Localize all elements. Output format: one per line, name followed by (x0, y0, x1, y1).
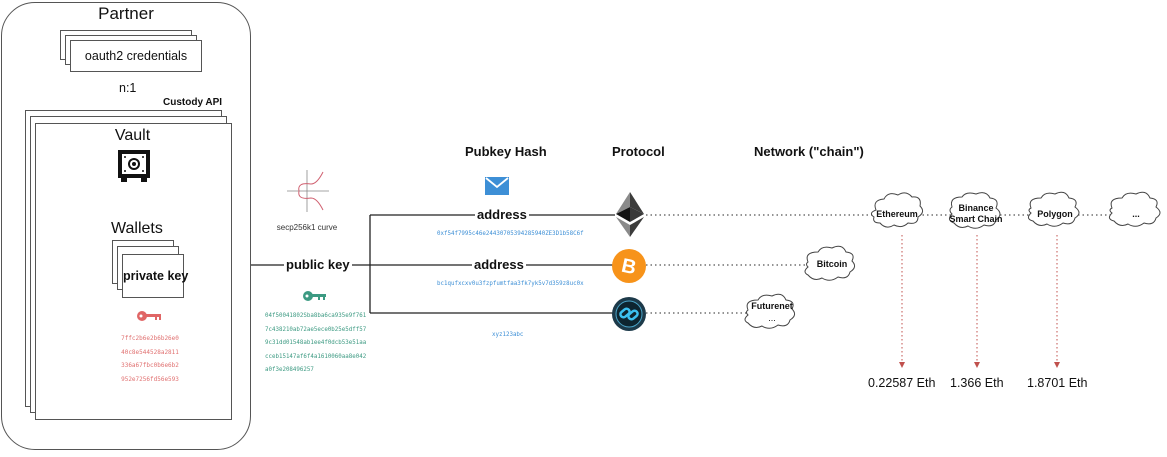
private-key-hex-line: 7ffc2b6e2b6b26e0 (121, 335, 179, 342)
network-bitcoin: Bitcoin (816, 259, 848, 269)
envelope-icon (485, 177, 509, 195)
relation-label: n:1 (119, 81, 137, 95)
private-key-hex-line: 40c8e544528a2811 (121, 348, 179, 356)
futurenet-icon (612, 297, 646, 331)
balance-ethereum: 0.22587 Eth (868, 376, 936, 390)
public-key-hex-line: a0f3e208496257 (265, 367, 314, 373)
network-header: Network ("chain") (754, 144, 864, 159)
public-key-hex-line: cceb15147af6f4a1610060aa8e042 (265, 353, 367, 360)
public-key-hex: 04f50041802Sba8ba6ca935e9f761 7c438210ab… (265, 310, 366, 378)
wallets-title: Wallets (111, 220, 163, 237)
network-futurenet: Futurenet (751, 301, 793, 311)
cloud-more (1108, 191, 1161, 227)
balance-arrow-head (899, 362, 905, 368)
svg-text:B: B (619, 255, 638, 280)
futurenet-address-value: xyz123abc (492, 332, 524, 338)
partner-title: Partner (98, 4, 154, 23)
cloud-futurenet (744, 293, 796, 329)
private-key-icon (137, 311, 161, 321)
public-key-label: public key (284, 257, 352, 272)
network-ethereum: Ethereum (876, 209, 918, 219)
private-key-hex-line: 336a67fbc0b6e6b2 (121, 362, 179, 369)
balance-bsc: 1.366 Eth (950, 376, 1004, 390)
oauth2-credentials-card: oauth2 credentials (70, 40, 202, 72)
cloud-bsc (948, 192, 1001, 229)
public-key-hex-line: 04f50041802Sba8ba6ca935e9f761 (265, 313, 367, 319)
eth-address-value: 0xf54f7995c46e24430705394285940ZE3D1b58C… (437, 231, 584, 237)
cloud-bitcoin (804, 245, 856, 281)
btc-address-value: bc1qufxcxv0u3fzpfumtfaa3fk7yk5v7d359z8uc… (437, 281, 584, 287)
private-key-card: private key (122, 254, 188, 298)
btc-address-label: address (472, 257, 526, 272)
elliptic-curve-icon (287, 170, 329, 212)
public-key-icon (303, 291, 326, 301)
balance-arrow-head (974, 362, 980, 368)
private-key-hex: 7ffc2b6e2b6b26e0 40c8e544528a2811 336a67… (105, 332, 195, 386)
curve-label: secp256k1 curve (276, 223, 338, 232)
balance-polygon: 1.8701 Eth (1027, 376, 1088, 390)
safe-icon (118, 150, 150, 182)
cloud-polygon (1027, 191, 1080, 227)
network-more: ... (1132, 209, 1140, 219)
eth-address-label: address (475, 207, 529, 222)
pubkey-hash-header: Pubkey Hash (465, 144, 547, 159)
public-key-hex-line: 7c438210ab72ae5ece0b25e5dff57 (265, 326, 367, 333)
custody-api-label: Custody API (163, 97, 223, 108)
network-bsc: Binance Smart Chain (949, 203, 1003, 224)
vault-title: Vault (114, 127, 151, 144)
oauth2-credentials-label: oauth2 credentials (84, 49, 188, 63)
balance-arrow-head (1054, 362, 1060, 368)
bitcoin-icon: B (612, 249, 646, 283)
ethereum-icon (616, 192, 644, 237)
protocol-header: Protocol (612, 144, 665, 159)
network-polygon: Polygon (1037, 209, 1073, 219)
cloud-ethereum (870, 192, 924, 228)
network-futurenet-more: ... (768, 313, 776, 323)
public-key-hex-line: 9c31dd01548ab1ee4f0dcb53e51aa (265, 340, 367, 346)
private-key-label: private key (123, 269, 189, 283)
private-key-hex-line: 952e7256fd56e593 (121, 375, 179, 383)
